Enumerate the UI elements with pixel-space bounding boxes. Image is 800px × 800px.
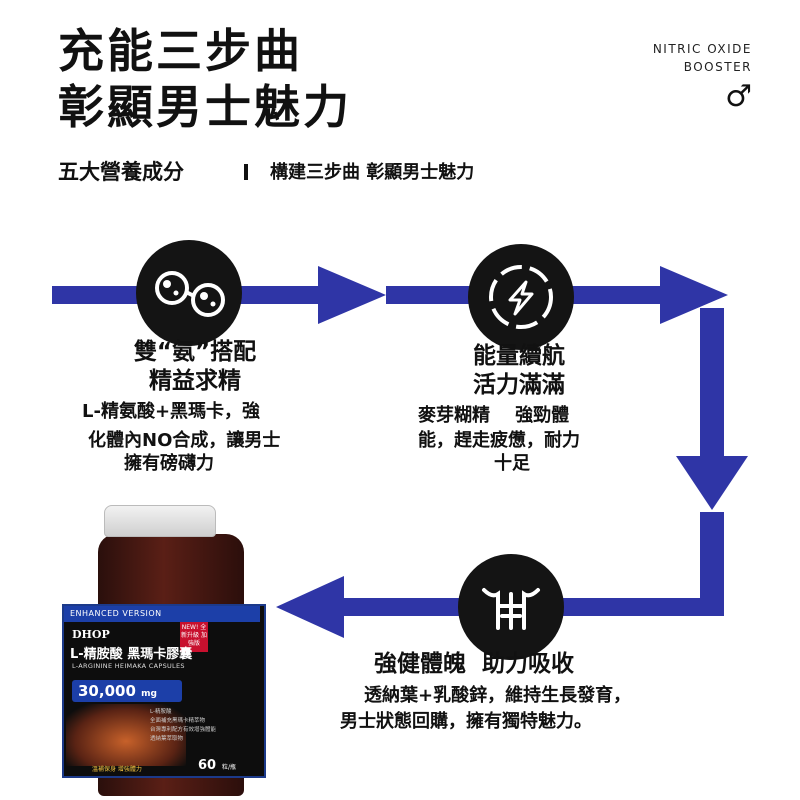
- label-count-unit: 粒/瓶: [222, 764, 237, 771]
- label-muscle-image: [66, 704, 186, 766]
- label-footer: 溫補保身 增強體力: [92, 766, 142, 773]
- step-3-title: 強健體魄 助力吸收: [374, 651, 575, 677]
- step-2-desc-line-3: 十足: [494, 453, 530, 474]
- label-ingredient: 透納葉萃取物: [150, 736, 184, 742]
- label-brand: DHOP: [72, 628, 110, 641]
- bottle-cap: [104, 505, 216, 537]
- muscle-torso-icon: [458, 554, 564, 660]
- step-2-title: 能量續航 活力滿滿: [424, 342, 614, 400]
- subtitle-left: 五大營養成分: [58, 160, 184, 184]
- arrow-segment-3: [700, 308, 724, 456]
- step-3-desc-line-1: 透納葉+乳酸鋅，維持生長發育，: [364, 685, 632, 706]
- step-1-title: 雙“氨”搭配 精益求精: [100, 338, 290, 396]
- step-1-desc-line-1: L-精氨酸+黑瑪卡，強: [82, 401, 261, 422]
- label-dose-value: 30,000: [78, 682, 136, 700]
- arrow-head-1: [318, 266, 386, 324]
- headline-line-1: 充能三步曲: [58, 24, 303, 78]
- arrow-head-3: [676, 456, 748, 510]
- label-ingredient: L-精胺酸: [150, 709, 172, 715]
- brand-line-2: BOOSTER: [683, 60, 752, 74]
- step-1-title-line-1: 雙“氨”搭配: [133, 339, 257, 365]
- step-2-desc-line-1: 麥芽糊精 強勁體: [418, 405, 570, 426]
- step-3-desc-line-2: 男士狀態回購，擁有獨特魅力。: [340, 711, 592, 732]
- label-dose-unit: mg: [141, 689, 157, 699]
- arrow-head-2: [660, 266, 728, 324]
- label-edition: ENHANCED VERSION: [64, 606, 260, 622]
- label-product-name-en: L-ARGININE HEIMAKA CAPSULES: [72, 662, 185, 670]
- brand-line-1: NITRIC OXIDE: [652, 42, 752, 56]
- headline-line-2: 彰顯男士魅力: [58, 80, 352, 134]
- subtitle-separator: [244, 164, 248, 180]
- subtitle-right: 構建三步曲 彰顯男士魅力: [270, 162, 475, 183]
- male-symbol-icon: ♂: [725, 79, 752, 114]
- label-dose: 30,000 mg: [72, 680, 182, 702]
- label-new-badge: NEW! 全新升級 加強版: [180, 622, 208, 652]
- step-2-desc-line-2: 能，趕走疲憊，耐力: [418, 430, 580, 451]
- arrow-segment-5: [700, 512, 724, 616]
- step-2-title-line-2: 活力滿滿: [473, 372, 565, 398]
- step-1-title-line-2: 精益求精: [149, 368, 241, 394]
- arrow-head-4: [276, 576, 344, 638]
- step-1-desc-line-3: 擁有磅礴力: [124, 453, 214, 474]
- label-ingredient: 全面補充黑瑪卡精萃物: [150, 718, 206, 724]
- label-count: 60: [198, 758, 217, 773]
- step-2-title-line-1: 能量續航: [473, 343, 565, 369]
- label-product-name: L-精胺酸 黑瑪卡膠囊: [70, 647, 193, 662]
- molecule-icon: [136, 240, 242, 346]
- label-ingredient: 台灣專利配方有效增強體能: [150, 727, 217, 733]
- step-1-desc-line-2: 化體內NO合成，讓男士: [88, 430, 281, 451]
- label-ingredients: L-精胺酸 全面補充黑瑪卡精萃物 台灣專利配方有效增強體能 透納葉萃取物: [150, 708, 216, 744]
- lightning-icon: [468, 244, 574, 350]
